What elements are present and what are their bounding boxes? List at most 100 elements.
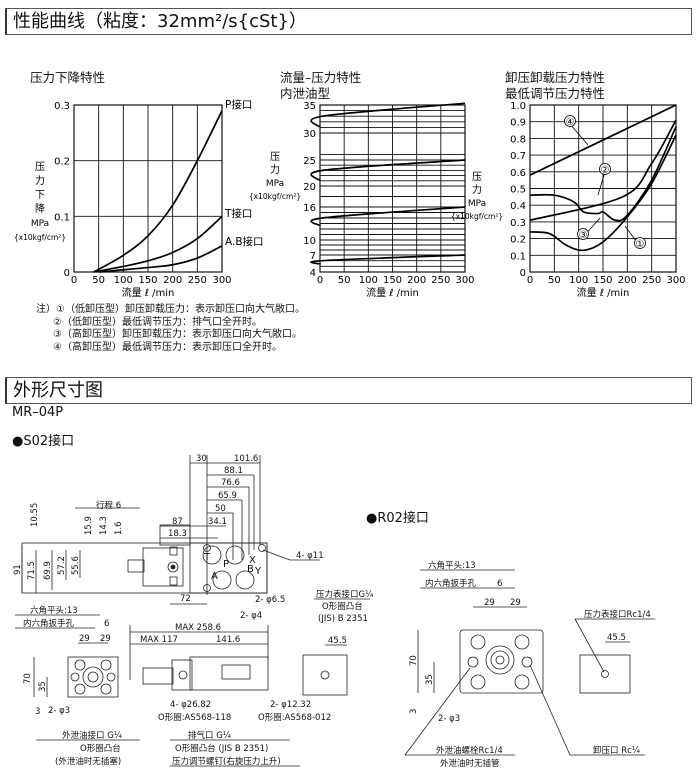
dimension-label: 内六角扳手孔 [425, 578, 477, 589]
y-axis-label: 力 [270, 163, 280, 176]
y-axis-label: 力 [472, 183, 482, 196]
dimension-label: 45.5 [607, 633, 626, 643]
note-4: ④（高卸压型）最低调节压力：表示卸压口全开时。 [53, 341, 282, 353]
s02-side-view [129, 625, 300, 767]
dimension-label: 141.6 [216, 635, 240, 645]
y-axis-label: 压 [270, 151, 280, 163]
dimension-label: 65.9 [218, 491, 237, 501]
series-label: ② [601, 165, 610, 176]
x-axis-label: 流量 ℓ /min [122, 286, 175, 299]
chart3-title: 卸压卸载压力特性 [505, 70, 606, 85]
dimension-label: 4- φ26.82 [170, 700, 211, 710]
dimension-label: 压力表接口Rc1/4 [584, 609, 651, 620]
note-1: 注）①（低卸压型）卸压卸载压力：表示卸压口向大气敞口。 [36, 304, 305, 315]
series-line-3 [529, 126, 677, 222]
y-axis-label: 压 [472, 171, 482, 183]
dimension-label: 76.6 [221, 478, 240, 488]
dimension-label: 排气口 G¼ [188, 730, 231, 741]
dimension-label: 六角平头:13 [428, 560, 476, 571]
dimension-label: 57.2 [57, 556, 67, 575]
section-title: 外形尺寸图 [13, 380, 103, 401]
y-tick-label: 0.9 [510, 118, 526, 129]
dimension-label: 2- φ12.32 [270, 700, 311, 710]
y-axis-label: MPa [31, 219, 49, 229]
section-header-performance: 性能曲线（粘度：32mm²/s{cSt}） [5, 8, 692, 35]
dimension-label: A [211, 571, 218, 582]
y-axis-label: 力 [35, 174, 45, 187]
y-tick-label: 35 [303, 101, 316, 112]
dimension-label: 50 [215, 504, 226, 514]
dimension-label: (JIS) B 2351 [318, 614, 368, 624]
dimension-label: 外泄油时无插管 [440, 758, 500, 769]
y-tick-label: 7 [310, 251, 316, 262]
dimension-label: 69.9 [43, 561, 53, 580]
y-tick-label: 0.1 [54, 212, 70, 223]
x-tick-label: 150 [593, 275, 612, 286]
x-tick-label: 0 [71, 275, 77, 286]
series-line-1 [529, 134, 677, 252]
dimension-label: 29 [100, 634, 111, 644]
dimension-label: 6 [497, 579, 502, 589]
note-3: ③（高卸压型）卸压卸载压力：表示卸压口向大气敞口。 [53, 329, 302, 340]
notes: 注）①（低卸压型）卸压卸载压力：表示卸压口向大气敞口。 ②（低卸压型）最低调节压… [36, 304, 305, 354]
dimension-label: (外泄油时无插塞) [55, 756, 121, 767]
dimension-label: 35 [425, 674, 435, 685]
dimension-label: Y [254, 566, 262, 577]
y-axis-label: {x10kgf/cm²} [249, 192, 301, 201]
y-tick-label: 0.3 [54, 101, 70, 112]
y-axis-label: 下 [35, 190, 45, 201]
dimension-label: O形圈凸台 [322, 601, 363, 612]
x-tick-label: 100 [359, 275, 378, 286]
dimension-label: 六角平头:13 [30, 605, 78, 616]
series-line-4 [310, 254, 466, 265]
s02-gauge-view [302, 598, 370, 696]
series-label: ④ [566, 117, 575, 128]
series-line-2 [310, 159, 466, 182]
x-tick-label: 0 [527, 275, 533, 286]
series-label: T接口 [224, 207, 252, 220]
dimension-label: 87 [172, 517, 183, 527]
dimension-label: T [203, 552, 211, 563]
x-tick-label: 200 [163, 275, 182, 286]
model-name: MR–04P [12, 405, 64, 420]
dimension-label: 2- φ6.5 [255, 595, 285, 605]
series-line-1 [93, 110, 223, 273]
series-line-4 [529, 104, 677, 176]
y-axis-label: {x10kgf/cm²} [14, 233, 66, 242]
y-tick-label: 0.6 [510, 168, 526, 179]
y-tick-label: 0.7 [510, 151, 526, 162]
dimension-label: 14.3 [99, 516, 109, 535]
y-tick-label: 10 [303, 236, 316, 247]
callout-leader [569, 123, 589, 146]
x-tick-label: 200 [407, 275, 426, 286]
dimension-label: 10.55 [30, 503, 40, 527]
r02-title: ●R02接口 [366, 511, 429, 526]
series-line-2 [529, 119, 677, 222]
y-axis-label: MPa [468, 199, 486, 209]
callout-marker [634, 237, 646, 249]
dimension-label: 行程 6 [96, 500, 121, 511]
dimension-label: 29 [510, 598, 521, 608]
callout-marker [577, 228, 589, 240]
y-axis-label: 压 [35, 161, 45, 173]
dimension-label: 70 [409, 655, 419, 666]
y-tick-label: 0.2 [54, 157, 70, 168]
dimension-label: 1.6 [114, 521, 124, 535]
dimension-label: 压力表接口G¼ [316, 589, 373, 600]
dimension-label: 压力调节螺钉(右旋压力上升) [172, 756, 281, 767]
series-line-1 [310, 102, 466, 129]
y-tick-label: 1.0 [510, 101, 526, 112]
x-tick-label: 100 [569, 275, 588, 286]
y-tick-label: 30 [303, 129, 316, 140]
dimension-label: X [249, 555, 256, 566]
dimension-label: 55.6 [71, 556, 81, 575]
x-axis-label: 流量 ℓ /min [366, 286, 419, 299]
x-tick-label: 50 [338, 275, 351, 286]
series-line-3 [98, 245, 223, 273]
dimension-label: O形圈:AS568-012 [258, 713, 331, 723]
series-line-2 [93, 215, 223, 273]
dimension-label: O形圈凸台 [80, 743, 121, 754]
